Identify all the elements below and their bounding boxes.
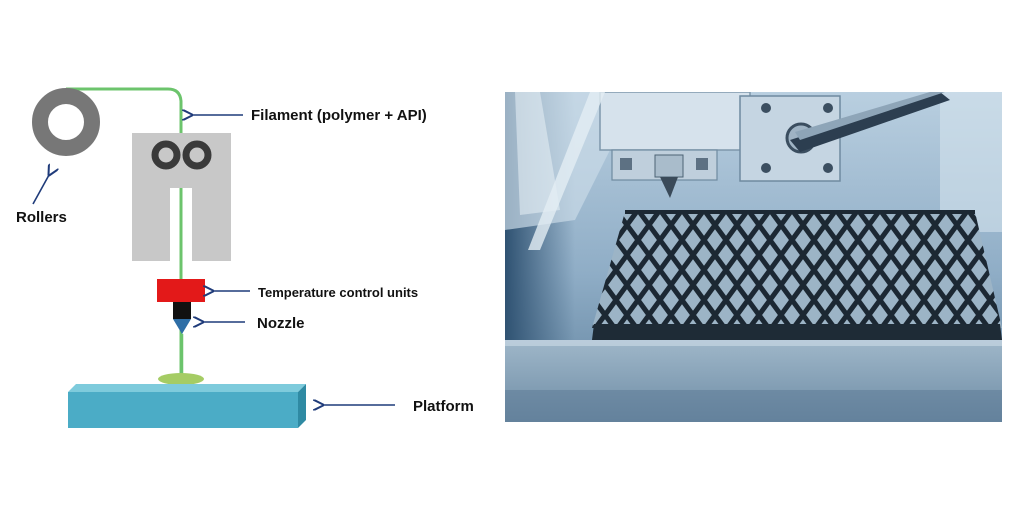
temperature-label: Temperature control units: [258, 285, 418, 300]
drive-rollers: [151, 140, 212, 170]
filament-label: Filament (polymer + API): [251, 107, 427, 124]
deposited-material: [158, 373, 204, 385]
nozzle-body: [173, 302, 191, 334]
heater-block: [157, 279, 205, 302]
nozzle-label: Nozzle: [257, 315, 305, 332]
rollers-arrow: [32, 175, 49, 205]
print-head: [528, 92, 950, 250]
roller-spool: [32, 88, 100, 156]
platform-label: Platform: [413, 398, 474, 415]
lattice-object: [592, 210, 1002, 340]
filament-line: [66, 87, 183, 376]
build-platform: [68, 384, 306, 428]
printer-photo: [505, 92, 1002, 422]
rollers-label: Rollers: [16, 209, 67, 226]
